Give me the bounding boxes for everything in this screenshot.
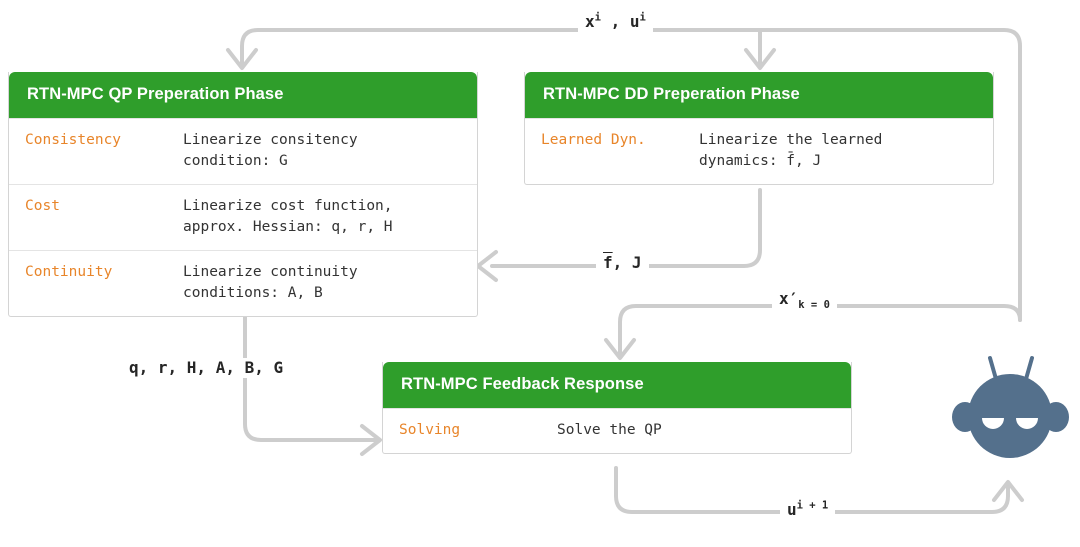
edge-dynamics-to-qp bbox=[490, 188, 762, 268]
edge-initial-state-to-feedback bbox=[618, 304, 1022, 358]
table-row[interactable]: Cost Linearize cost function, approx. He… bbox=[9, 184, 477, 250]
arrowhead-next-input-into-robot bbox=[992, 480, 1024, 502]
arrowhead-dynamics-into-qp bbox=[476, 250, 498, 282]
row-key-cost: Cost bbox=[25, 198, 60, 214]
node-dd-preparation-phase[interactable]: RTN-MPC DD Preperation Phase Learned Dyn… bbox=[524, 72, 994, 185]
arrowhead-qp-matrices-into-feedback bbox=[360, 424, 382, 456]
edge-label-dynamics: f, J bbox=[596, 253, 649, 273]
edge-label-qp-matrices: q, r, H, A, B, G bbox=[122, 358, 291, 378]
row-key-continuity: Continuity bbox=[25, 264, 113, 280]
node-feedback-response[interactable]: RTN-MPC Feedback Response Solving Solve … bbox=[382, 362, 852, 454]
robot-agent-icon bbox=[952, 356, 1069, 458]
row-value-learned-dyn: Linearize the learned dynamics: f̄, J bbox=[699, 132, 883, 169]
table-row[interactable]: Consistency Linearize consitency conditi… bbox=[9, 118, 477, 184]
row-value-cost: Linearize cost function, approx. Hessian… bbox=[183, 198, 393, 235]
edge-label-state-input: xi , ui bbox=[578, 12, 653, 32]
row-value-solving: Solve the QP bbox=[557, 422, 662, 438]
table-row[interactable]: Learned Dyn. Linearize the learned dynam… bbox=[525, 118, 993, 184]
row-key-solving: Solving bbox=[399, 422, 461, 438]
table-row[interactable]: Continuity Linearize continuity conditio… bbox=[9, 250, 477, 316]
arrowhead-into-dd bbox=[744, 48, 776, 70]
edge-label-initial-state: x′k = 0 bbox=[772, 289, 837, 310]
edge-qp-matrices-to-feedback bbox=[243, 308, 378, 442]
row-key-learned-dyn: Learned Dyn. bbox=[541, 132, 646, 148]
arrowhead-initial-state-into-feedback bbox=[604, 338, 636, 360]
edge-label-next-input: ui + 1 bbox=[780, 500, 836, 520]
table-row[interactable]: Solving Solve the QP bbox=[383, 408, 851, 453]
node-qp-preparation-phase[interactable]: RTN-MPC QP Preperation Phase Consistency… bbox=[8, 72, 478, 317]
row-value-consistency: Linearize consitency condition: G bbox=[183, 132, 358, 169]
row-key-consistency: Consistency bbox=[25, 132, 122, 148]
node-dd-header: RTN-MPC DD Preperation Phase bbox=[525, 72, 993, 118]
node-qp-header: RTN-MPC QP Preperation Phase bbox=[9, 72, 477, 118]
arrowhead-into-qp bbox=[226, 48, 258, 70]
node-feedback-header: RTN-MPC Feedback Response bbox=[383, 362, 851, 408]
row-value-continuity: Linearize continuity conditions: A, B bbox=[183, 264, 358, 301]
